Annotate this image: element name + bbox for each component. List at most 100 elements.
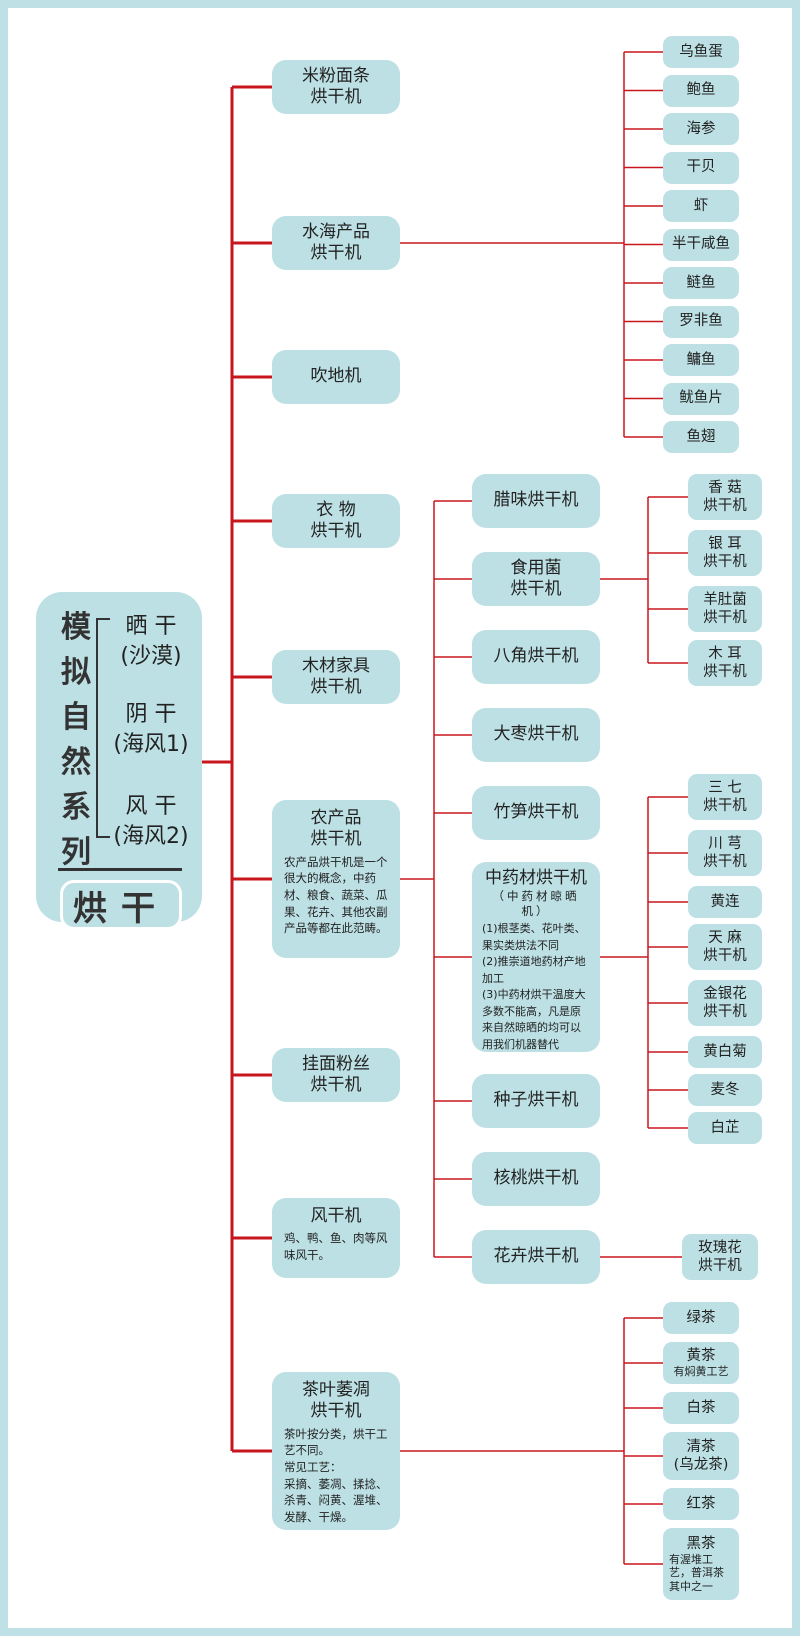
category-5-desc: 农产品烘干机是一个很大的概念，中药材、粮食、蔬菜、瓜果、花卉、其他农副产品等都在… — [284, 854, 388, 936]
category-8: 茶叶萎凋 烘干机茶叶按分类，烘干工艺不同。 常见工艺： 采摘、萎凋、揉捻、杀青、… — [272, 1372, 400, 1530]
herb-item-label: 川 芎 烘干机 — [703, 835, 747, 870]
category-6: 挂面粉丝 烘干机 — [272, 1048, 400, 1102]
tea-item-2: 白茶 — [663, 1392, 739, 1424]
herb-item-label: 黄白菊 — [703, 1043, 747, 1060]
category-2-label: 吹地机 — [310, 366, 362, 387]
agri-item-2: 八角烘干机 — [472, 630, 600, 684]
agri-item-3: 大枣烘干机 — [472, 708, 600, 762]
mushroom-item-label: 银 耳 烘干机 — [703, 535, 747, 570]
seafood-item: 罗非鱼 — [663, 305, 739, 338]
agri-item-0: 腊味烘干机 — [472, 474, 600, 528]
agri-item-6: 种子烘干机 — [472, 1074, 600, 1128]
herb-item: 黄连 — [688, 886, 762, 918]
herb-item: 川 芎 烘干机 — [688, 830, 762, 876]
herb-item-label: 金银花 烘干机 — [703, 985, 747, 1020]
agri-item-8-label: 花卉烘干机 — [493, 1246, 579, 1267]
agri-item-0-label: 腊味烘干机 — [493, 490, 579, 511]
flower-item-label: 玫瑰花 烘干机 — [698, 1239, 742, 1274]
herb-item-label: 白芷 — [710, 1119, 740, 1136]
agri-item-4: 竹笋烘干机 — [472, 786, 600, 840]
tea-item-5-label: 黑茶 — [686, 1536, 716, 1553]
tea-item-0: 绿茶 — [663, 1302, 739, 1334]
seafood-item-label: 鱿鱼片 — [679, 390, 723, 407]
method-sun-dry: 晒 干 (沙漠) — [120, 614, 182, 669]
herb-item: 三 七 烘干机 — [688, 774, 762, 820]
herb-item: 黄白菊 — [688, 1036, 762, 1068]
category-3-label: 衣 物 烘干机 — [310, 499, 362, 541]
seafood-item-label: 半干咸鱼 — [672, 236, 730, 253]
mushroom-item: 银 耳 烘干机 — [688, 530, 762, 576]
root-divider — [58, 868, 182, 871]
tea-item-1: 黄茶有焖黄工艺 — [663, 1342, 739, 1384]
agri-item-5-desc: (1)根茎类、花叶类、果实类烘法不同 (2)推崇道地药材产地加工 (3)中药材烘… — [482, 922, 586, 1051]
herb-item: 天 麻 烘干机 — [688, 924, 762, 970]
tea-item-2-label: 白茶 — [686, 1399, 716, 1416]
seafood-item: 鱿鱼片 — [663, 382, 739, 415]
root-bracket — [96, 618, 110, 838]
seafood-item-label: 海参 — [686, 120, 716, 137]
herb-item: 金银花 烘干机 — [688, 980, 762, 1026]
category-0: 米粉面条 烘干机 — [272, 60, 400, 114]
category-7-label: 风干机 — [310, 1206, 362, 1226]
seafood-item: 海参 — [663, 113, 739, 145]
herb-item-label: 黄连 — [710, 893, 740, 910]
agri-item-8: 花卉烘干机 — [472, 1230, 600, 1284]
category-5-label: 农产品 烘干机 — [310, 808, 362, 850]
seafood-item-label: 鱼翅 — [686, 428, 716, 445]
tea-item-3: 清茶 (乌龙茶) — [663, 1432, 739, 1480]
agri-item-1-label: 食用菌 烘干机 — [510, 557, 562, 599]
agri-item-4-label: 竹笋烘干机 — [493, 802, 579, 823]
herb-item: 麦冬 — [688, 1074, 762, 1106]
seafood-item-label: 虾 — [693, 197, 709, 214]
seafood-item: 干贝 — [663, 151, 739, 184]
mushroom-item: 木 耳 烘干机 — [688, 640, 762, 686]
mushroom-item: 羊肚菌 烘干机 — [688, 586, 762, 632]
category-7-desc: 鸡、鸭、鱼、肉等风味风干。 — [284, 1231, 388, 1262]
tea-item-3-label: 清茶 (乌龙茶) — [673, 1438, 729, 1473]
seafood-item-label: 鳙鱼 — [686, 351, 716, 368]
root-node — [36, 592, 202, 922]
category-7: 风干机鸡、鸭、鱼、肉等风味风干。 — [272, 1198, 400, 1278]
agri-item-2-label: 八角烘干机 — [493, 646, 579, 667]
mushroom-item-label: 木 耳 烘干机 — [703, 645, 747, 680]
seafood-item-label: 罗非鱼 — [679, 313, 723, 330]
method-wind-dry: 风 干 (海风2) — [113, 794, 189, 849]
seafood-item-label: 乌鱼蛋 — [679, 43, 723, 60]
agri-item-5-sub: （中药材晾晒机） — [492, 889, 580, 918]
mushroom-item-label: 羊肚菌 烘干机 — [703, 591, 747, 626]
herb-item-label: 麦冬 — [710, 1081, 740, 1098]
seafood-item: 鱼翅 — [663, 421, 739, 453]
category-1: 水海产品 烘干机 — [272, 216, 400, 270]
agri-item-5: 中药材烘干机（中药材晾晒机） (1)根茎类、花叶类、果实类烘法不同 (2)推崇道地… — [472, 862, 600, 1052]
seafood-item: 鲍鱼 — [663, 74, 739, 107]
tea-item-5-note: 有渥堆工艺，普洱茶其中之一 — [669, 1553, 724, 1593]
tea-item-0-label: 绿茶 — [686, 1309, 716, 1326]
agri-item-6-label: 种子烘干机 — [493, 1090, 579, 1111]
tea-item-1-note: 有焖黄工艺 — [673, 1365, 729, 1379]
herb-item-label: 三 七 烘干机 — [703, 779, 747, 814]
root-vertical-title: 模拟自然系列 — [61, 610, 91, 870]
mushroom-item: 香 菇 烘干机 — [688, 474, 762, 520]
seafood-item: 虾 — [663, 190, 739, 222]
herb-item: 白芷 — [688, 1112, 762, 1144]
method-shade-dry: 阴 干 (海风1) — [113, 702, 189, 757]
category-3: 衣 物 烘干机 — [272, 494, 400, 548]
seafood-item: 鲢鱼 — [663, 267, 739, 299]
herb-item-label: 天 麻 烘干机 — [703, 929, 747, 964]
seafood-item: 半干咸鱼 — [663, 228, 739, 261]
category-8-desc: 茶叶按分类，烘干工艺不同。 常见工艺： 采摘、萎凋、揉捻、杀青、闷黄、渥堆、发酵… — [284, 1426, 388, 1524]
category-0-label: 米粉面条 烘干机 — [302, 65, 370, 107]
agri-item-5-label: 中药材烘干机 — [485, 868, 587, 888]
category-6-label: 挂面粉丝 烘干机 — [302, 1053, 370, 1095]
flower-item: 玫瑰花 烘干机 — [682, 1234, 758, 1280]
seafood-item: 鳙鱼 — [663, 344, 739, 376]
agri-item-1: 食用菌 烘干机 — [472, 552, 600, 606]
category-5: 农产品 烘干机农产品烘干机是一个很大的概念，中药材、粮食、蔬菜、瓜果、花卉、其他… — [272, 800, 400, 958]
category-2: 吹地机 — [272, 350, 400, 404]
tea-item-1-label: 黄茶 — [686, 1348, 716, 1365]
tea-item-4: 红茶 — [663, 1488, 739, 1520]
seafood-item-label: 鲍鱼 — [686, 82, 716, 99]
category-4-label: 木材家具 烘干机 — [302, 655, 370, 697]
